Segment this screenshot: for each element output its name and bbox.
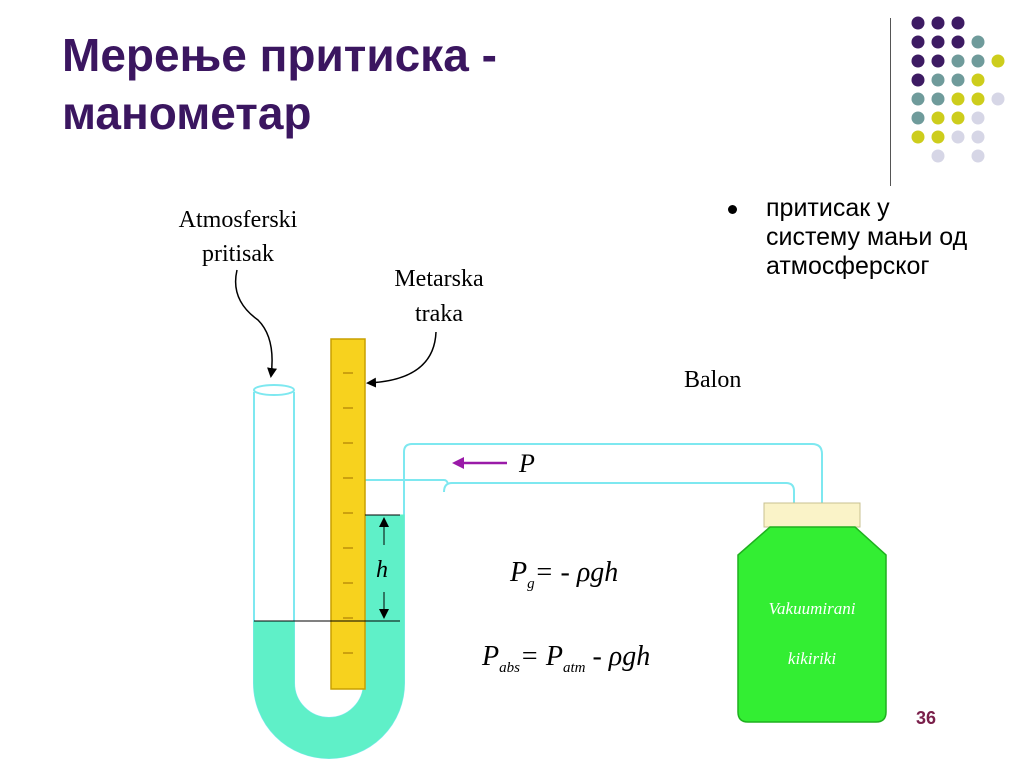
tape-label-line-2: traka xyxy=(415,301,463,327)
pressure-label: P xyxy=(518,449,535,478)
atm-label-line-2: pritisak xyxy=(202,241,274,267)
title-line-1: Мерење притиска - xyxy=(62,29,497,81)
pressure-arrowhead-icon xyxy=(452,457,464,469)
manometer-diagram: h Atmosferski pritisak Metarska traka Ba… xyxy=(179,207,887,759)
slide-title: Мерење притиска - манометар xyxy=(62,26,662,142)
vacuum-jar: Vakuumirani kikiriki xyxy=(737,502,887,723)
manometer-liquid xyxy=(253,514,405,759)
jar-body xyxy=(737,526,887,723)
tube-open-end xyxy=(253,384,295,396)
h-label: h xyxy=(376,557,388,583)
bullet-dot-icon xyxy=(728,205,737,214)
dot-grid-dots xyxy=(911,16,1005,163)
meter-tape xyxy=(330,338,366,690)
title-line-2: манометар xyxy=(62,87,312,139)
jar-label-line-1: Vakuumirani xyxy=(769,599,856,618)
u-tube-inner-top xyxy=(443,482,795,505)
bullet-line-1: притисак у xyxy=(766,194,890,222)
slide-number: 36 xyxy=(916,708,937,728)
equation-absolute: Pabs= Patm - ρgh xyxy=(481,641,650,676)
bullet-line-2: систему мањи од xyxy=(766,223,968,251)
equation-gauge: Pg= - ρgh xyxy=(509,557,618,592)
tape-pointer-arrow xyxy=(366,331,437,388)
bullet-list: притисак у систему мањи од атмосферског xyxy=(728,194,1018,281)
vertical-divider xyxy=(890,18,891,186)
atm-label-line-1: Atmosferski xyxy=(179,207,298,233)
jar-label-line-2: kikiriki xyxy=(788,649,836,668)
tape-label-line-1: Metarska xyxy=(394,266,484,292)
balon-label: Balon xyxy=(684,367,741,393)
bullet-item: притисак у систему мањи од атмосферског xyxy=(728,194,1018,281)
atm-pointer-arrow xyxy=(234,269,277,378)
decorative-dot-grid xyxy=(911,16,1005,163)
jar-lid xyxy=(763,502,861,528)
u-tube xyxy=(253,384,823,759)
bullet-line-3: атмосферског xyxy=(766,252,930,280)
